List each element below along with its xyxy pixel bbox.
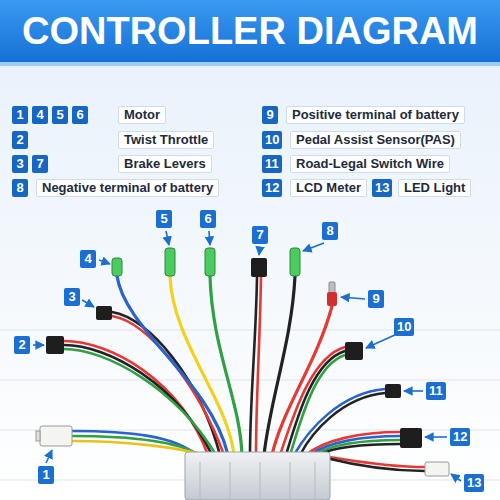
leader-arrow: [341, 297, 365, 299]
wire: [272, 306, 332, 455]
leader-arrow: [33, 344, 44, 346]
floor-line: [0, 380, 500, 381]
switch-plug: [385, 384, 401, 398]
wire: [210, 276, 242, 455]
callout-number: 4: [80, 250, 96, 268]
legend-label: Brake Levers: [118, 155, 212, 173]
floor-line: [0, 330, 500, 331]
wire: [318, 444, 400, 455]
callout-number: 12: [450, 428, 470, 446]
callout-number: 9: [368, 290, 384, 308]
leader-arrow: [404, 390, 423, 392]
light-plug: [425, 462, 449, 476]
callout-number: 7: [252, 226, 268, 244]
wire: [72, 441, 204, 455]
wire: [256, 277, 261, 455]
leader-arrow: [209, 231, 210, 245]
controller: [185, 452, 330, 500]
pas-plug: [345, 342, 363, 360]
legend-label: Pedal Assist Sensor(PAS): [290, 131, 461, 149]
legend-label: LED Light: [398, 179, 471, 197]
callout-number: 2: [14, 336, 30, 354]
banner-stripe: [0, 62, 500, 66]
motor-hall-plug: [40, 426, 72, 446]
fin: [315, 462, 316, 500]
legend-number: 11: [262, 155, 282, 173]
legend-number: 2: [12, 131, 28, 149]
lcd-plug: [400, 428, 422, 448]
fin: [290, 462, 291, 500]
legend-number: 1: [12, 106, 28, 124]
connectors: [36, 248, 449, 476]
wire: [64, 341, 208, 455]
fin: [260, 462, 261, 500]
legend-number: 4: [32, 106, 48, 124]
legend-number: 8: [12, 179, 28, 197]
bullet-connector: [290, 248, 300, 276]
legend-label: Negative terminal of battery: [36, 179, 219, 197]
legend-number: 7: [32, 155, 48, 173]
legend-number: 6: [72, 106, 88, 124]
wire: [280, 347, 345, 455]
legend-number: 13: [372, 179, 392, 197]
leader-arrow: [303, 243, 324, 251]
legend-label: Positive terminal of battery: [286, 106, 465, 124]
bullet-connector: [165, 248, 175, 276]
leader-arrow: [425, 436, 447, 438]
callout-number: 10: [394, 318, 414, 336]
wire: [72, 436, 200, 455]
legend-number: 10: [262, 131, 282, 149]
brake-plug: [96, 306, 112, 320]
cooling-fins: [200, 462, 315, 500]
plug-tab: [36, 431, 40, 441]
leader-arrow: [46, 450, 52, 463]
throttle-plug: [46, 336, 64, 354]
legend-number: 9: [262, 106, 278, 124]
controller-housing: [185, 452, 330, 500]
brake-plug: [251, 258, 267, 277]
legend-number: 3: [12, 155, 28, 173]
legend-label: LCD Meter: [290, 179, 367, 197]
leader-arrow: [166, 231, 169, 245]
bullet-tip: [329, 282, 335, 293]
callout-number: 1: [38, 466, 54, 484]
leader-arrow: [259, 247, 260, 255]
leader-arrows: [33, 231, 461, 481]
legend-label: Twist Throttle: [118, 131, 214, 149]
wire: [64, 349, 216, 455]
bullet-connector: [112, 258, 122, 276]
legend-number: 5: [52, 106, 68, 124]
wire: [112, 312, 220, 455]
wires: [64, 276, 425, 471]
leader-arrow: [366, 334, 397, 348]
leader-arrow: [451, 474, 461, 481]
fin: [230, 462, 231, 500]
callout-number: 13: [464, 474, 484, 492]
wire: [326, 458, 425, 471]
callout-number: 6: [200, 210, 216, 228]
fin: [200, 462, 201, 500]
wire: [64, 345, 212, 455]
title: CONTROLLER DIAGRAM: [22, 9, 478, 53]
callout-number: 8: [322, 222, 338, 240]
leader-arrow: [82, 300, 94, 307]
callout-number: 11: [426, 382, 446, 400]
callout-number: 5: [156, 210, 172, 228]
title-banner: [0, 0, 500, 62]
callout-number: 3: [64, 288, 80, 306]
battery-plus-sleeve: [327, 292, 337, 306]
legend-number: 12: [262, 179, 282, 197]
bullet-connector: [205, 248, 215, 276]
legend-label: Road-Legal Switch Wire: [290, 155, 450, 173]
legend-label: Motor: [118, 106, 166, 124]
leader-arrow: [99, 260, 110, 264]
